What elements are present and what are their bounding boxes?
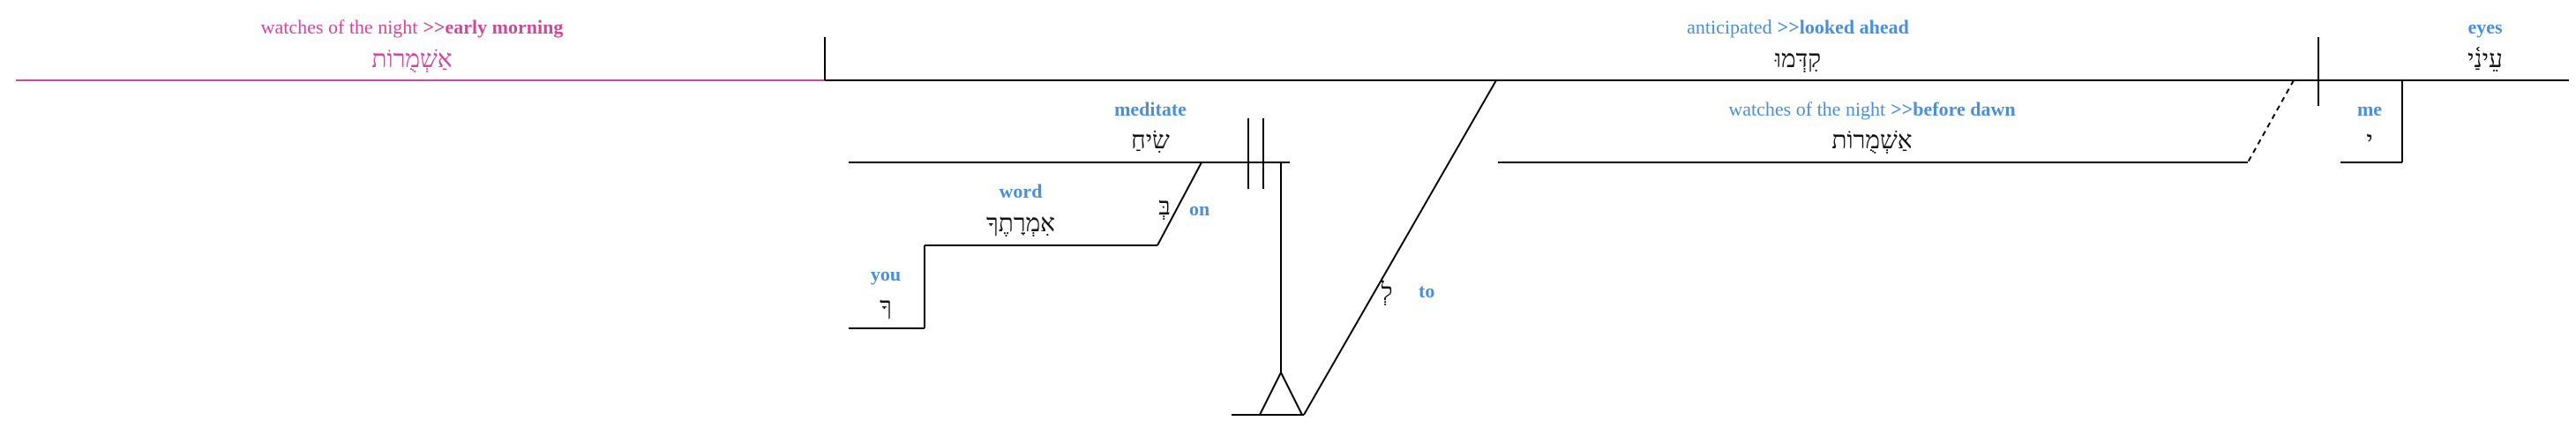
- slant-on: [1157, 162, 1202, 246]
- word-gloss: meditate: [1114, 98, 1187, 120]
- preposition-gloss: to: [1419, 280, 1434, 302]
- hebrew-word: בְּ: [1158, 192, 1171, 221]
- slant-to: [1303, 79, 1497, 416]
- hebrew-word: קִדְּמוּ: [1774, 44, 1821, 73]
- word-gloss: watches of the night >>before dawn: [1728, 98, 2015, 120]
- gloss-emphasis: looked ahead: [1800, 16, 1909, 38]
- hebrew-word: שִׂיחַ: [1131, 125, 1170, 154]
- gloss-text: anticipated: [1687, 16, 1772, 38]
- word-gloss: watches of the night>>early morning: [261, 16, 564, 38]
- pedestal-triangle: [1259, 370, 1303, 416]
- hebrew-word: אִמְרָתֶךָ: [986, 208, 1055, 237]
- hebrew-word: ךָ: [880, 291, 892, 320]
- dashed-connector: [2247, 79, 2295, 163]
- word-gloss: word: [1000, 180, 1043, 202]
- word-gloss: you: [871, 263, 901, 285]
- gloss-text: watches of the night: [261, 16, 418, 38]
- gloss-marker: >>: [1778, 16, 1800, 38]
- hebrew-word: אַשְׁמֻרוֹת: [371, 44, 452, 73]
- word-gloss: eyes: [2467, 16, 2503, 38]
- word-gloss: anticipated >>looked ahead: [1687, 16, 1909, 38]
- hebrew-word: אַשְׁמֻרוֹת: [1831, 125, 1912, 154]
- hebrew-word: לְ: [1380, 277, 1392, 306]
- gloss-emphasis: early morning: [446, 16, 564, 38]
- gloss-emphasis: before dawn: [1913, 98, 2015, 120]
- hebrew-word: י: [2366, 125, 2372, 154]
- gloss-marker: >>: [1891, 98, 1913, 120]
- gloss-text: watches of the night: [1728, 98, 1885, 120]
- word-gloss: me: [2357, 98, 2382, 120]
- gloss-marker: >>: [423, 16, 445, 38]
- preposition-gloss: on: [1189, 198, 1209, 220]
- hebrew-word: עֵינַ֫י: [2467, 44, 2503, 73]
